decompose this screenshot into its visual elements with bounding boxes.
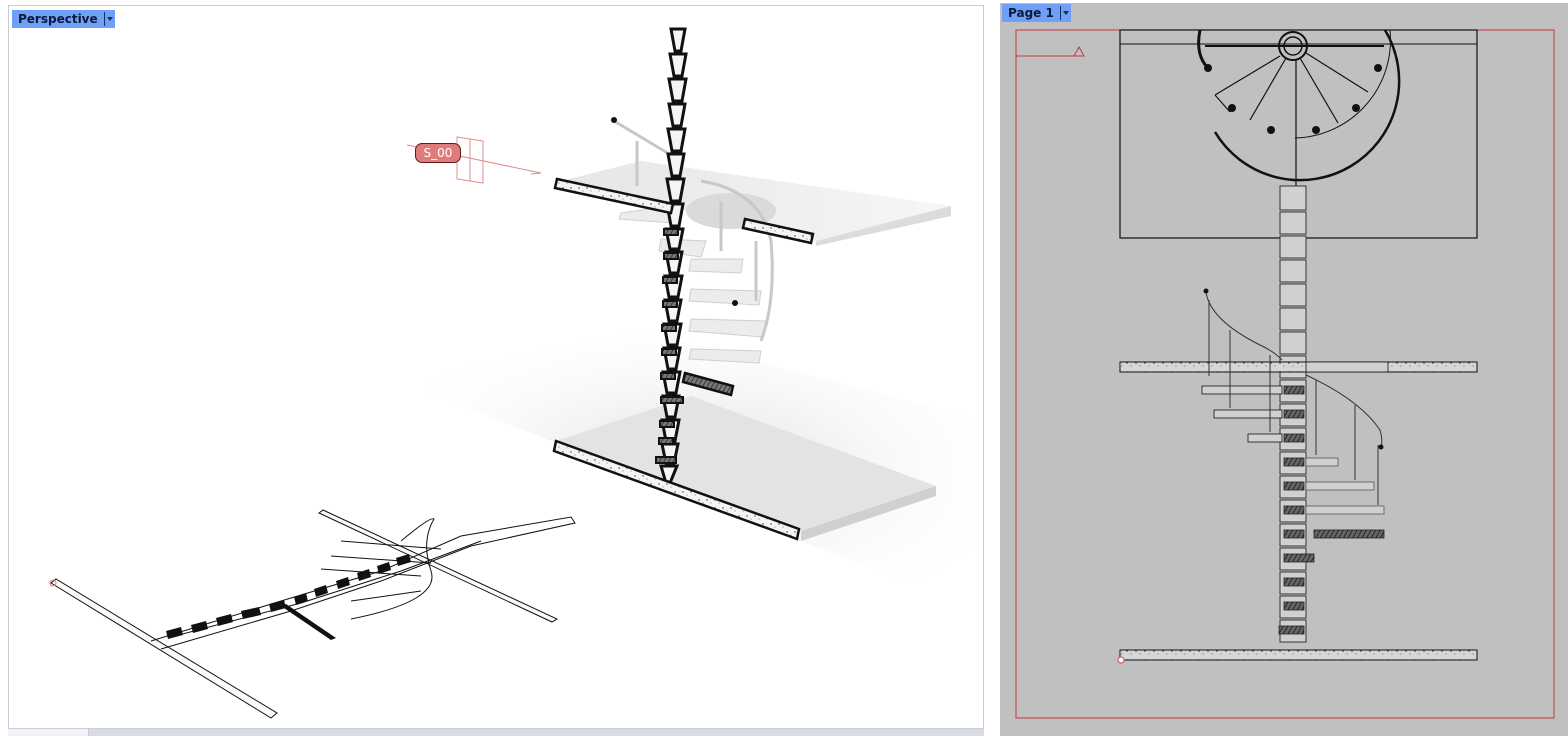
layout-drawing [1015,29,1555,719]
viewport-title: Page 1 [1008,6,1054,20]
spiral-plan [1197,29,1401,186]
upper-slab-section [1119,361,1478,373]
layout-viewport[interactable]: Page 1 [1000,3,1568,736]
ground-slab-section [1119,649,1478,661]
balusters [1205,291,1383,505]
viewport-title: Perspective [18,12,98,26]
rail-end-dot [611,117,617,123]
right-treads [1305,457,1385,515]
viewport-bottom-strip [8,729,984,736]
viewport-scroll-thumb[interactable] [8,729,89,736]
perspective-viewport[interactable]: Perspective [8,5,984,729]
perspective-viewport-tab[interactable]: Perspective [12,10,115,28]
section-tag[interactable]: S_00 [415,143,461,163]
upper-slab-cut-left [553,177,675,215]
elevation-column [1279,185,1307,643]
layout-page-tab[interactable]: Page 1 [1002,4,1071,22]
perspective-scene [49,27,983,719]
hatched-sections [1278,385,1385,635]
left-treads [1201,385,1283,443]
chevron-down-icon[interactable] [105,10,115,28]
plan-hatched-treads [166,554,411,640]
chevron-down-icon[interactable] [1061,4,1071,22]
lower-slab-cut [552,439,801,541]
upper-slab-cut-right [741,217,815,245]
plan-wireframe [50,509,576,719]
section-tag-label: S_00 [423,146,453,160]
